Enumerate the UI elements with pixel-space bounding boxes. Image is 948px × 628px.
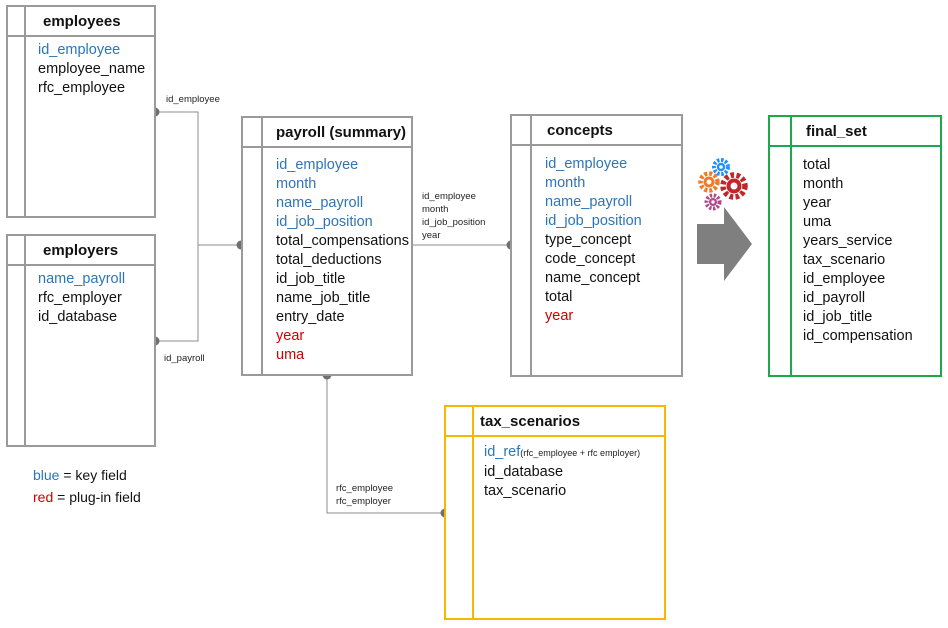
field-id-employee: id_employee — [276, 157, 359, 173]
legend-plugin: red = plug-in field — [33, 489, 141, 505]
field-name-concept: name_concept — [545, 270, 641, 286]
connector-label-employees: id_employee — [166, 94, 220, 105]
connector-employees-payroll — [155, 111, 241, 246]
connector-label-employers: id_payroll — [164, 353, 205, 364]
employees-table: employees id_employee employee_name rfc_em… — [6, 5, 156, 218]
field-employee-name: employee_name — [38, 61, 146, 77]
field-list: total month year uma years_service tax_scenar… — [803, 156, 913, 346]
arrow-right-icon — [697, 207, 752, 281]
legend-key: blue = key field — [33, 467, 127, 483]
field-year: year — [545, 308, 574, 324]
field-id-ref: id_ref(rfc_employee + rfc employer) — [484, 444, 641, 460]
field-total-compensations: total_compensations — [276, 233, 409, 249]
field-id-employee: id_employee — [545, 156, 628, 172]
table-title: employers — [43, 242, 119, 259]
field-note: (rfc_employee + rfc employer) — [520, 448, 641, 458]
field-code-concept: code_concept — [545, 251, 636, 267]
tax-scenarios-table: tax_scenarios id_ref(rfc_employee + rfc … — [444, 405, 666, 620]
field-id-employee: id_employee — [803, 271, 886, 287]
field-total: total — [545, 289, 573, 305]
field-total: total — [803, 157, 831, 173]
field-uma: uma — [276, 347, 305, 363]
final-set-table: final_set total month year uma years_service… — [768, 115, 942, 377]
field-id-job-title: id_job_title — [803, 309, 873, 325]
field-id-compensation: id_compensation — [803, 328, 913, 344]
field-year: year — [276, 328, 305, 344]
field-name-payroll: name_payroll — [38, 271, 126, 287]
legend: blue = key field red = plug-in field — [33, 464, 141, 508]
table-title: final_set — [806, 123, 867, 140]
field-id-database: id_database — [38, 309, 118, 325]
gears-icon — [698, 158, 748, 211]
connector-label-payroll-tax: rfc_employee rfc_employer — [336, 483, 394, 507]
connector-payroll-tax — [326, 375, 445, 514]
field-id-job-title: id_job_title — [276, 271, 346, 287]
employers-table: employers name_payroll rfc_employer id_dat… — [6, 234, 156, 447]
field-year: year — [803, 195, 832, 211]
table-title: payroll (summary) — [276, 124, 407, 141]
field-rfc-employer: rfc_employer — [38, 290, 122, 306]
field-month: month — [803, 176, 844, 192]
field-name-payroll: name_payroll — [276, 195, 364, 211]
field-month: month — [276, 176, 317, 192]
field-id-job-position: id_job_position — [276, 214, 373, 230]
field-list: name_payroll rfc_employer id_database — [38, 270, 125, 327]
field-total-deductions: total_deductions — [276, 252, 382, 268]
field-tax-scenario: tax_scenario — [484, 483, 567, 499]
table-title: concepts — [547, 122, 613, 139]
field-name-job-title: name_job_title — [276, 290, 371, 306]
field-month: month — [545, 175, 586, 191]
field-id-job-position: id_job_position — [545, 213, 642, 229]
field-type-concept: type_concept — [545, 232, 632, 248]
field-years-service: years_service — [803, 233, 893, 249]
table-title: employees — [43, 13, 121, 30]
field-list: id_ref(rfc_employee + rfc employer) id_da… — [484, 443, 640, 501]
field-list: id_employee employee_name rfc_employee — [38, 41, 145, 98]
table-title: tax_scenarios — [480, 413, 581, 430]
connector-label-payroll-concepts: id_employee month id_job_position year — [422, 191, 486, 241]
field-tax-scenario: tax_scenario — [803, 252, 886, 268]
field-id-employee: id_employee — [38, 42, 121, 58]
field-id-database: id_database — [484, 464, 564, 480]
field-name-payroll: name_payroll — [545, 194, 633, 210]
field-rfc-employee: rfc_employee — [38, 80, 126, 96]
field-id-payroll: id_payroll — [803, 290, 866, 306]
field-uma: uma — [803, 214, 832, 230]
connector-employers-payroll — [155, 245, 199, 342]
field-entry-date: entry_date — [276, 309, 345, 325]
